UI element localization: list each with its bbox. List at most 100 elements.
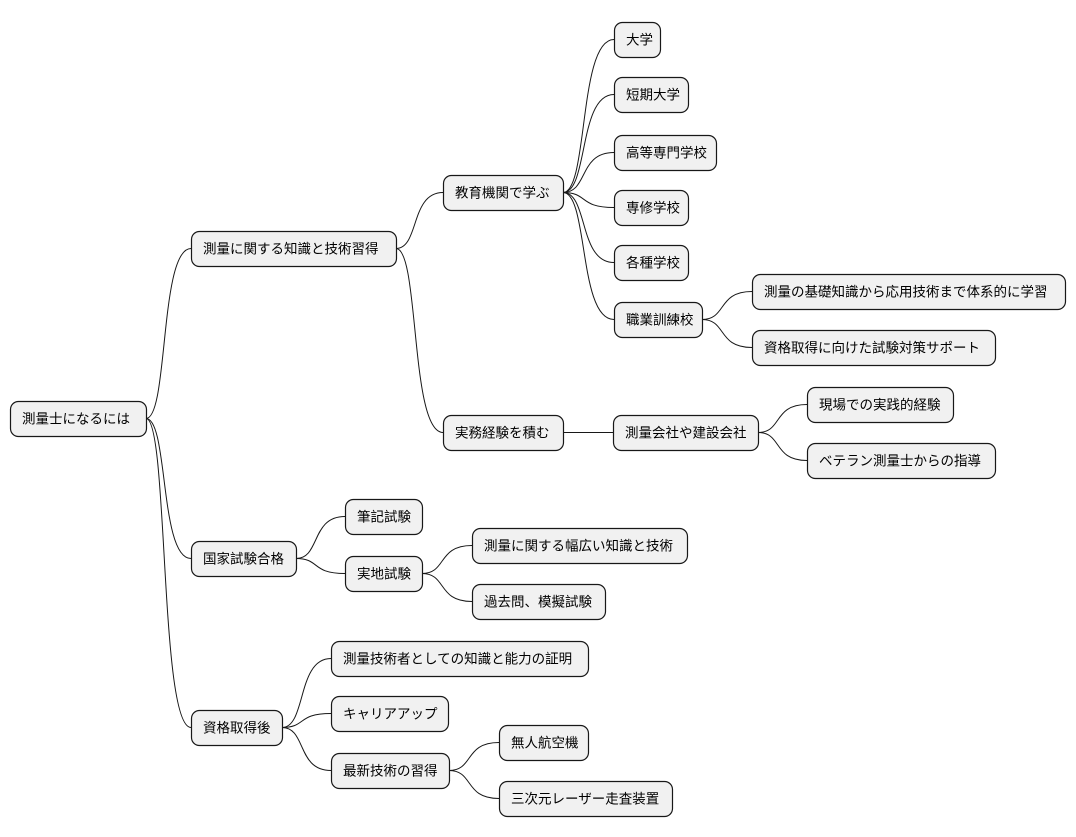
mindmap-node-n1a: 教育機関で学ぶ: [442, 174, 565, 212]
node-label: 資格取得に向けた試験対策サポート: [764, 340, 980, 357]
node-label: 教育機関で学ぶ: [455, 186, 550, 202]
edge-n3-n3a: [281, 658, 332, 728]
node-label: 資格取得後: [203, 720, 271, 737]
node-label: 各種学校: [626, 255, 680, 272]
mindmap-node-n1b1a: 現場での実践的経験: [806, 386, 955, 424]
node-box: [806, 442, 997, 480]
edge-n1a-n1a4: [562, 192, 615, 208]
node-label: ベテラン測量士からの指導: [819, 454, 981, 470]
mindmap-node-n2a: 筆記試験: [344, 498, 424, 536]
node-box: [190, 230, 398, 268]
node-box: [613, 134, 718, 172]
edge-n1a-n1a2: [562, 94, 615, 193]
node-label: 実地試験: [357, 567, 411, 583]
node-label: 測量の基礎知識から応用技術まで体系的に学習: [764, 284, 1048, 301]
edge-n1a-n1a1: [562, 39, 615, 193]
mindmap-node-n1a1: 大学: [613, 21, 662, 59]
edge-root-n1: [145, 248, 192, 419]
edge-n2b-n2b2: [421, 573, 473, 602]
node-label: 職業訓練校: [626, 312, 694, 329]
node-label: 短期大学: [626, 88, 680, 104]
node-box: [344, 498, 424, 536]
edge-n3-n3c: [281, 727, 332, 771]
node-box: [613, 76, 690, 114]
edge-n3c-n3c2: [448, 770, 500, 799]
mindmap-node-n3c1: 無人航空機: [498, 724, 590, 762]
node-box: [9, 400, 148, 438]
mindmap-node-n3a: 測量技術者としての知識と能力の証明: [330, 640, 590, 678]
edge-n1a-n1a5: [562, 192, 615, 263]
mindmap-node-n1a6b: 資格取得に向けた試験対策サポート: [751, 329, 997, 367]
node-label: 高等専門学校: [626, 145, 707, 162]
edge-n1a6-n1a6a: [701, 291, 753, 320]
mindmap-node-n1b1: 測量会社や建設会社: [612, 414, 760, 452]
node-box: [471, 527, 689, 565]
mindmap-node-n3c2: 三次元レーザー走査装置: [498, 780, 674, 818]
edge-n1-n1b: [395, 248, 444, 433]
mindmap-node-n1b1b: ベテラン測量士からの指導: [806, 442, 997, 480]
mindmap-node-n1a6a: 測量の基礎知識から応用技術まで体系的に学習: [751, 273, 1067, 311]
mindmap-node-n2: 国家試験合格: [190, 540, 298, 578]
edge-n3c-n3c1: [448, 742, 500, 771]
mindmap-node-n3c: 最新技術の習得: [330, 752, 451, 790]
edge-n2-n2b: [295, 558, 346, 574]
node-box: [442, 174, 565, 212]
node-label: 無人航空機: [511, 736, 579, 752]
node-box: [344, 555, 424, 593]
edge-n1b1-n1b1a: [757, 404, 808, 433]
node-label: 測量に関する幅広い知識と技術: [484, 538, 673, 555]
mindmap-node-n3b: キャリアアップ: [330, 695, 450, 733]
node-label: 測量会社や建設会社: [625, 426, 747, 442]
mindmap-node-n2b1: 測量に関する幅広い知識と技術: [471, 527, 689, 565]
node-box: [442, 414, 565, 452]
node-box: [330, 640, 590, 678]
mindmap-node-n1a6: 職業訓練校: [613, 301, 704, 339]
node-label: 実務経験を積む: [455, 426, 550, 442]
node-label: 過去問、模擬試験: [484, 595, 592, 611]
mindmap-node-n1a5: 各種学校: [613, 244, 690, 282]
node-box: [330, 695, 450, 733]
mindmap-node-n1a3: 高等専門学校: [613, 134, 718, 172]
edge-n1a-n1a6: [562, 192, 615, 320]
node-box: [498, 724, 590, 762]
edge-n1a6-n1a6b: [701, 319, 753, 348]
node-box: [330, 752, 451, 790]
mindmap-node-n2b2: 過去問、模擬試験: [471, 583, 607, 621]
node-label: キャリアアップ: [343, 707, 438, 723]
node-box: [806, 386, 955, 424]
node-box: [190, 540, 298, 578]
node-label: 専修学校: [626, 200, 680, 217]
node-label: 測量技術者としての知識と能力の証明: [343, 651, 572, 668]
mindmap-node-n1: 測量に関する知識と技術習得: [190, 230, 398, 268]
node-box: [612, 414, 760, 452]
node-box: [613, 301, 704, 339]
mindmap-node-n1a2: 短期大学: [613, 76, 690, 114]
edge-n3-n3b: [281, 713, 332, 728]
mindmap-node-n1a4: 専修学校: [613, 189, 690, 227]
mindmap-edges: [145, 39, 808, 799]
node-box: [751, 273, 1067, 311]
node-label: 測量に関する知識と技術習得: [203, 241, 379, 258]
node-box: [613, 189, 690, 227]
edge-root-n2: [145, 418, 192, 559]
mindmap-node-n3: 資格取得後: [190, 709, 284, 747]
node-box: [613, 244, 690, 282]
edge-n2b-n2b1: [421, 545, 473, 574]
edge-root-n3: [145, 418, 192, 728]
node-label: 大学: [626, 33, 653, 49]
edge-n1a-n1a3: [562, 152, 615, 193]
edge-n2-n2a: [295, 516, 346, 559]
mindmap-node-n2b: 実地試験: [344, 555, 424, 593]
node-box: [613, 21, 662, 59]
node-label: 三次元レーザー走査装置: [511, 792, 659, 808]
node-box: [498, 780, 674, 818]
node-label: 国家試験合格: [203, 551, 284, 568]
node-box: [471, 583, 607, 621]
node-label: 現場での実践的経験: [819, 398, 941, 414]
mindmap-node-n1b: 実務経験を積む: [442, 414, 565, 452]
node-label: 最新技術の習得: [343, 763, 438, 780]
mindmap-node-root: 測量士になるには: [9, 400, 148, 438]
node-label: 測量士になるには: [22, 412, 130, 428]
mindmap-nodes: 測量士になるには 測量に関する知識と技術習得 教育機関で学ぶ 大学短期大学高等専門学校…: [9, 21, 1067, 818]
